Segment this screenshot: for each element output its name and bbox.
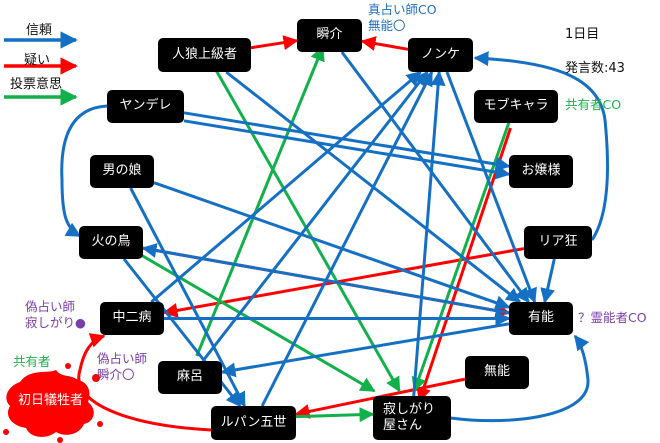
edge-trust-yuno-to-maro bbox=[220, 322, 510, 378]
message-count: 発言数:43 bbox=[565, 60, 625, 76]
edges bbox=[60, 35, 609, 432]
legend-label-vote: 投票意思 bbox=[10, 77, 63, 92]
edge-doubt-nonke-to-shunsuke bbox=[360, 36, 409, 51]
annotation-victim-role: 共有者 bbox=[13, 354, 51, 369]
node-maro[interactable]: 麻呂 bbox=[158, 361, 222, 394]
legend-label-trust: 信頼 bbox=[26, 23, 53, 38]
legend-label-doubt: 疑い bbox=[24, 53, 51, 68]
edge-trust-riakyo-to-nonke bbox=[473, 51, 609, 241]
node-riakyo[interactable]: リア狂 bbox=[524, 226, 592, 259]
edge-trust-shunsuke-to-yuno bbox=[340, 51, 530, 304]
node-nonke[interactable]: ノンケ bbox=[408, 38, 473, 72]
node-sabishi[interactable]: 寂しがり 屋さん bbox=[373, 396, 451, 440]
edge-trust-riakyo-to-yuno bbox=[540, 258, 556, 304]
edge-trust-maro-to-nonke bbox=[201, 70, 429, 362]
node-lupin[interactable]: ルパン五世 bbox=[211, 406, 296, 440]
node-shunsuke[interactable]: 瞬介 bbox=[297, 19, 362, 52]
edge-trust-lupin-to-nonke bbox=[260, 70, 434, 407]
legend bbox=[4, 31, 78, 106]
edge-trust-sabishi-to-nonke bbox=[412, 70, 446, 397]
node-yandere[interactable]: ヤンデレ bbox=[107, 90, 184, 123]
node-jinro[interactable]: 人狼上級者 bbox=[158, 38, 251, 72]
node-yuno[interactable]: 有能 bbox=[509, 302, 573, 335]
edge-trust-yandere-to-hinotori bbox=[60, 104, 108, 238]
annotation-fake-seer-1: 偽占い師 寂しがり● bbox=[25, 299, 86, 331]
annotation-yuno-co: ？霊能者CO bbox=[578, 310, 647, 325]
edge-trust-nonke-to-yuno bbox=[445, 71, 537, 304]
edge-trust-yandere-to-ojousama bbox=[183, 119, 511, 180]
node-mob[interactable]: モブキャラ bbox=[474, 90, 558, 123]
node-victim[interactable]: 初日犠牲者 bbox=[17, 393, 83, 409]
node-ojousama[interactable]: お嬢様 bbox=[509, 155, 573, 188]
annotation-mob-co: 共有者CO bbox=[565, 97, 622, 112]
edge-vote-maro-to-shunsuke bbox=[195, 45, 325, 357]
edge-vote-lupin-to-sabishi bbox=[295, 407, 375, 423]
edge-doubt-jinro-to-shunsuke bbox=[250, 35, 299, 51]
edge-trust-yandere-to-ojousama bbox=[183, 111, 511, 172]
day-label: 1日目 bbox=[565, 26, 600, 42]
node-chuni[interactable]: 中二病 bbox=[100, 302, 164, 335]
edge-trust-otokonoko-to-yuno bbox=[153, 181, 511, 310]
annotation-shunsuke-co: 真占い師CO 無能〇 bbox=[368, 2, 437, 34]
node-muno[interactable]: 無能 bbox=[465, 356, 529, 389]
edge-trust-sabishi-to-yuno bbox=[450, 334, 590, 423]
annotation-fake-seer-2: 偽占い師 瞬介〇 bbox=[97, 351, 148, 383]
edge-trust-chuni-to-nonke bbox=[150, 70, 422, 304]
day-status: 1日目 発言数:43 bbox=[565, 10, 625, 94]
node-otokonoko[interactable]: 男の娘 bbox=[90, 155, 154, 188]
node-hinotori[interactable]: 火の鳥 bbox=[79, 226, 143, 259]
blood-splatter-icon bbox=[3, 363, 103, 443]
